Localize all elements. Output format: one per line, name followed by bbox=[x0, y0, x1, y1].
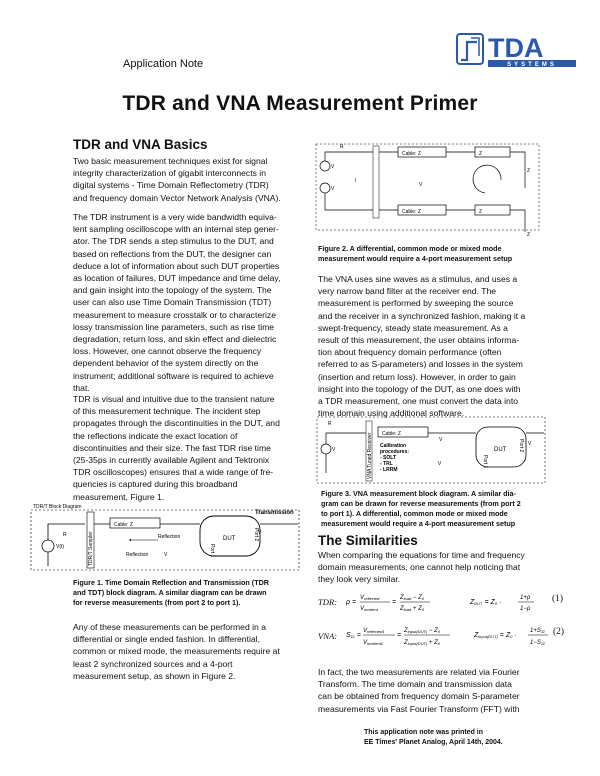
fig1-vt-label: V(t) bbox=[56, 544, 64, 550]
svg-text:1+ρ: 1+ρ bbox=[520, 595, 531, 601]
fig3-rsource: R bbox=[328, 421, 332, 427]
fig2-v2: V bbox=[331, 186, 335, 192]
fig2-iodd: I bbox=[355, 178, 356, 184]
fig3-v: V bbox=[332, 447, 336, 453]
fig3-dut: DUT bbox=[494, 447, 507, 453]
figure-2-diagram: R V V I Cable: Z Cable: Z V Z Z Z Z bbox=[315, 138, 540, 238]
equation-2-label: VNA: bbox=[318, 631, 338, 641]
fig3-vtransmitted: V bbox=[528, 441, 532, 447]
paragraph-fourier: In fact, the two measurements are relate… bbox=[318, 667, 520, 714]
svg-text:=: = bbox=[392, 599, 396, 606]
svg-text:=: = bbox=[397, 632, 401, 639]
equation-1: ρ = Vreflected Vincident = Zload − Z0 Zl… bbox=[345, 588, 546, 616]
svg-text:1+S11: 1+S11 bbox=[530, 628, 545, 634]
equation-1-number: (1) bbox=[552, 594, 564, 604]
svg-text:Vincident1: Vincident1 bbox=[363, 640, 383, 646]
logo-graphic: TDA SYSTEMS bbox=[456, 33, 576, 68]
paragraph-tdr-visual: TDR is visual and intuitive due to the t… bbox=[73, 394, 280, 502]
fig1-vdut-top: V bbox=[258, 530, 262, 536]
fig3-cable: Cable: Z bbox=[382, 431, 401, 437]
fig1-block-label: TDR/T Block Diagram bbox=[33, 504, 82, 510]
fig2-cable-top: Cable: Z bbox=[402, 151, 421, 157]
equation-1-label: TDR: bbox=[318, 597, 338, 607]
paragraph-differential: Any of these measurements can be perform… bbox=[73, 622, 280, 681]
page-title: TDR and VNA Measurement Primer bbox=[122, 92, 478, 115]
fig1-port2-label: Port 2 bbox=[253, 528, 259, 542]
logo-text: TDA bbox=[488, 33, 544, 63]
figure-3-diagram: R V VNA Tuned Receiver Cable: Z Calibrat… bbox=[316, 413, 546, 485]
fig2-zterm-bottom: Z bbox=[527, 232, 530, 238]
vna-block-diagram: R V VNA Tuned Receiver Cable: Z Calibrat… bbox=[316, 416, 546, 484]
paragraph-vna: The VNA uses sine waves as a stimulus, a… bbox=[318, 274, 526, 419]
fig1-transmission-label: Transmission bbox=[255, 510, 294, 516]
fig1-dut-label: DUT bbox=[223, 536, 236, 542]
paragraph-intro: Two basic measurement techniques exist f… bbox=[73, 156, 281, 203]
fig3-port1: Port 1 bbox=[482, 455, 488, 469]
fig3-vreflected: V bbox=[438, 461, 442, 467]
fig3-vincident: V bbox=[439, 437, 443, 443]
svg-text:Zload − Z0: Zload − Z0 bbox=[399, 595, 425, 601]
heading-similarities: The Similarities bbox=[318, 533, 418, 548]
paragraph-similarities: When comparing the equations for time an… bbox=[318, 550, 525, 585]
svg-text:ρ =: ρ = bbox=[346, 599, 356, 606]
svg-text:Vreflected: Vreflected bbox=[360, 595, 380, 601]
svg-text:S11 =: S11 = bbox=[346, 632, 361, 639]
differential-setup-diagram: R V V I Cable: Z Cable: Z V Z Z Z Z bbox=[315, 143, 540, 238]
svg-text:Vincident: Vincident bbox=[360, 606, 379, 612]
paragraph-tdr-instrument: The TDR instrument is a very wide bandwi… bbox=[73, 212, 281, 393]
svg-text:1−S11: 1−S11 bbox=[530, 640, 545, 646]
fig1-vdut-bottom: V bbox=[164, 552, 168, 558]
fig2-zdut-bottom: Z bbox=[479, 209, 482, 215]
fig3-vna-tuned: VNA Tuned Receiver bbox=[367, 432, 373, 479]
fig2-veven: V bbox=[419, 182, 423, 188]
logo-subtext: SYSTEMS bbox=[507, 62, 557, 68]
figure-3-caption: Figure 3. VNA measurement block diagram.… bbox=[321, 489, 521, 528]
fig1-sampler-label: TDR/T Sampler bbox=[88, 531, 94, 566]
tda-systems-logo: TDA SYSTEMS bbox=[455, 28, 580, 76]
fig2-v1: V bbox=[331, 164, 335, 170]
fig2-zdut-top: Z bbox=[479, 151, 482, 157]
equation-2-number: (2) bbox=[553, 627, 565, 637]
svg-text:Zload + Z0: Zload + Z0 bbox=[399, 606, 425, 612]
equation-1-graphic: ρ = Vreflected Vincident = Zload − Z0 Zl… bbox=[345, 595, 534, 612]
fig1-reflection-top: Reflection bbox=[158, 534, 180, 540]
svg-text:ZDUT = Z0 ·: ZDUT = Z0 · bbox=[469, 599, 501, 606]
svg-text:Zinput(DUT) = Z0 ·: Zinput(DUT) = Z0 · bbox=[473, 632, 517, 639]
figure-1-caption: Figure 1. Time Domain Reflection and Tra… bbox=[73, 578, 269, 607]
heading-tdr-vna-basics: TDR and VNA Basics bbox=[73, 137, 208, 152]
figure-1-diagram: TDR/T Block Diagram Transmission V(t) R … bbox=[30, 500, 300, 575]
fig1-reflection-bottom: Reflection bbox=[126, 552, 148, 558]
footer-note: This application note was printed in EE … bbox=[364, 729, 503, 746]
svg-text:Vreflected1: Vreflected1 bbox=[363, 628, 385, 634]
fig2-rsource: R bbox=[340, 144, 344, 150]
fig2-zterm-top: Z bbox=[527, 168, 530, 174]
equation-2: S11 = Vreflected1 Vincident1 = Zinput(DU… bbox=[346, 621, 551, 651]
svg-text:1−ρ: 1−ρ bbox=[520, 606, 531, 612]
figure-2-caption: Figure 2. A differential, common mode or… bbox=[318, 244, 513, 263]
fig1-cable-label: Cable: Z bbox=[114, 522, 133, 528]
tdr-block-diagram: TDR/T Block Diagram Transmission V(t) R … bbox=[30, 504, 300, 571]
fig1-rsource-label: R bbox=[63, 532, 67, 538]
fig1-port1-label: Port 1 bbox=[209, 544, 215, 558]
fig2-cable-bottom: Cable: Z bbox=[402, 209, 421, 215]
application-note-label: Application Note bbox=[123, 58, 204, 70]
svg-text:Zinput(DUT) + Z0: Zinput(DUT) + Z0 bbox=[403, 640, 441, 646]
svg-text:Zinput(DUT) − Z0: Zinput(DUT) − Z0 bbox=[403, 628, 441, 634]
fig3-port2: Port 2 bbox=[518, 439, 524, 453]
equation-2-graphic: S11 = Vreflected1 Vincident1 = Zinput(DU… bbox=[346, 628, 548, 646]
